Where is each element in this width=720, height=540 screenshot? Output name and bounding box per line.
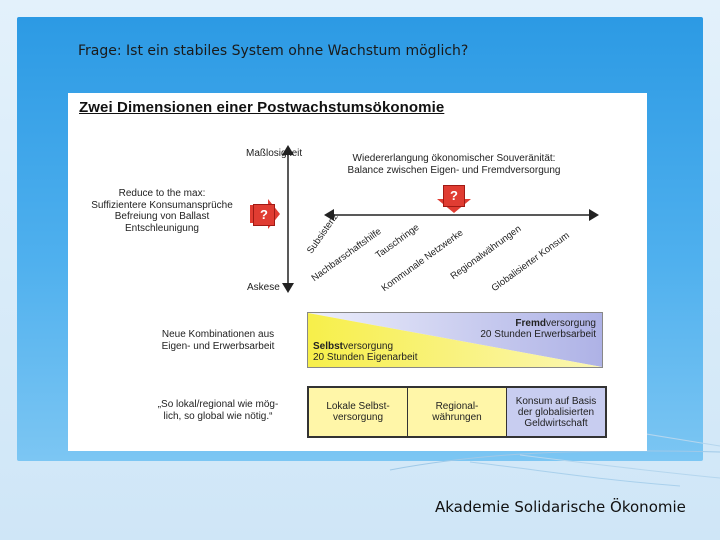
combo-label-line: Neue Kombinationen aus: [161, 329, 275, 340]
question-mark-icon-left: ?: [253, 204, 275, 226]
combo-label-line: Eigen- und Erwerbsarbeit: [161, 341, 275, 352]
cell-local: Lokale Selbst-versorgung: [309, 388, 408, 436]
right-heading-line: Balance zwischen Eigen- und Fremdversorg…: [347, 165, 561, 176]
right-heading-line: Wiedererlangung ökonomischer Souveränitä…: [352, 153, 556, 164]
diagram-title: Zwei Dimensionen einer Postwachstumsökon…: [79, 99, 445, 116]
quote: „So lokal/regional wie mög- lich, so glo…: [143, 399, 293, 423]
left-text-block: Reduce to the max: Suffizientere Konsuma…: [82, 188, 242, 234]
left-text-line: Suffizientere Konsumansprüche: [91, 199, 233, 211]
horizontal-axis-arrow-left: [324, 209, 334, 221]
cell-line: Konsum auf Basis: [515, 395, 597, 407]
versorgung-split-box: Fremdversorgung 20 Stunden Erwerbsarbeit…: [307, 312, 603, 368]
vertical-axis-arrow-down: [282, 283, 294, 293]
axis-label-bottom: Askese: [247, 282, 280, 293]
selbstversorgung-label: Selbstversorgung 20 Stunden Eigenarbeit: [313, 341, 418, 363]
cell-regional: Regional-währungen: [408, 388, 507, 436]
selbstversorgung-area: [308, 313, 602, 367]
cell-line: versorgung: [332, 412, 384, 423]
combo-label: Neue Kombinationen aus Eigen- und Erwerb…: [148, 329, 288, 353]
quote-line: „So lokal/regional wie mög-: [157, 399, 279, 410]
horizontal-axis-arrow-right: [589, 209, 599, 221]
vertical-axis-arrow-up: [282, 145, 294, 155]
cell-line: währungen: [432, 412, 482, 423]
examples-table: Lokale Selbst-versorgung Regional-währun…: [307, 386, 607, 438]
cell-line: Geldwirtschaft: [524, 417, 588, 429]
versorgung-split-graphic: [308, 313, 602, 367]
selbst-bold: Selbst: [313, 341, 344, 352]
left-text-line: Befreiung von Ballast: [114, 211, 210, 222]
cell-line: Regional-: [435, 401, 479, 412]
quote-line: lich, so global wie nötig.“: [163, 411, 273, 422]
axis-label-top: Maßlosigkeit: [246, 148, 303, 159]
fremd-hours: 20 Stunden Erwerbsarbeit: [480, 329, 596, 340]
left-text-line: Entschleunigung: [125, 222, 199, 234]
footer-organization: Akademie Solidarische Ökonomie: [435, 498, 686, 516]
fremdversorgung-label: Fremdversorgung 20 Stunden Erwerbsarbeit: [480, 318, 596, 340]
right-heading: Wiedererlangung ökonomischer Souveränitä…: [324, 153, 584, 177]
cell-line: der globalisierten: [517, 406, 595, 418]
fremd-rest: versorgung: [545, 318, 596, 329]
selbst-rest: versorgung: [343, 341, 394, 352]
page-title: Frage: Ist ein stabiles System ohne Wach…: [78, 43, 469, 59]
fremd-bold: Fremd: [515, 318, 546, 329]
selbst-hours: 20 Stunden Eigenarbeit: [313, 352, 418, 363]
question-mark-icon-top: ?: [443, 185, 465, 207]
diagram-slide: Zwei Dimensionen einer Postwachstumsökon…: [68, 93, 647, 451]
left-text-line: Reduce to the max:: [118, 188, 206, 199]
cell-line: Lokale Selbst-: [326, 401, 390, 412]
